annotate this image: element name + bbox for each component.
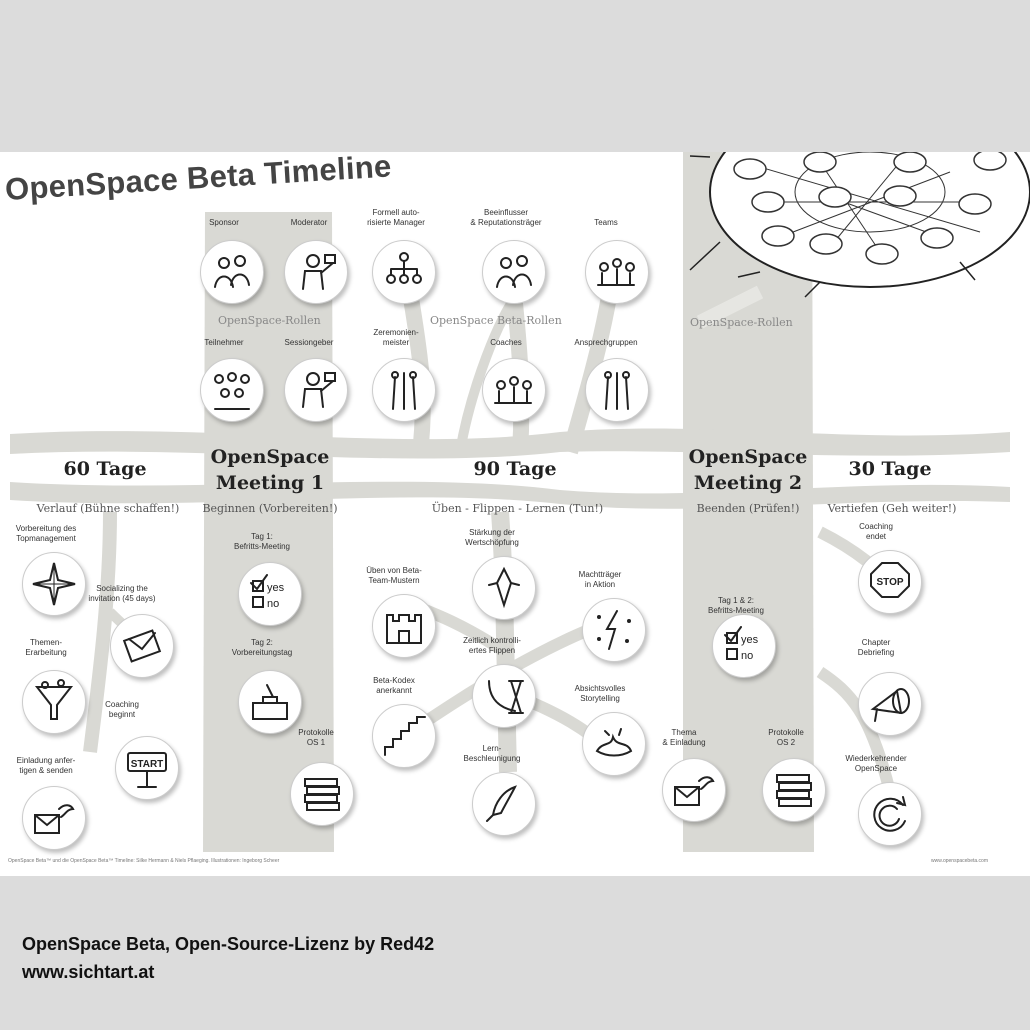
rocket-icon	[472, 772, 536, 836]
role-label: Ansprechgruppen	[574, 338, 638, 347]
phase-60-sub: Verlauf (Bühne schaffen!)	[36, 502, 180, 515]
caption: OpenSpace Beta, Open-Source-Lizenz by Re…	[22, 930, 434, 986]
role-label: Coaches	[490, 338, 522, 347]
group-icon	[482, 358, 546, 422]
stairs-icon	[372, 704, 436, 768]
role-group-left: OpenSpace-Rollen	[218, 314, 321, 327]
step-label: Thema & Einladung	[662, 728, 706, 747]
letter-icon	[110, 614, 174, 678]
hourglass-icon	[472, 664, 536, 728]
caption-line-1: OpenSpace Beta, Open-Source-Lizenz by Re…	[22, 934, 435, 954]
castle-icon	[372, 594, 436, 658]
presenter-icon	[284, 358, 348, 422]
books-icon	[762, 758, 826, 822]
step-label: Beta-Kodex anerkannt	[373, 676, 415, 695]
figures-icon	[585, 358, 649, 422]
step-label: Protokolle OS 1	[298, 728, 334, 747]
funnel-icon	[22, 670, 86, 734]
role-group-middle: OpenSpace Beta-Rollen	[430, 314, 562, 327]
step-label: Tag 1: Befritts-Meeting	[233, 532, 291, 551]
role-label: Zeremonien- meister	[373, 328, 419, 347]
megaphone-icon	[858, 672, 922, 736]
timeline-poster: OpenSpace Beta Timeline OpenSpace-Rollen…	[0, 152, 1030, 876]
envelope-bird-icon	[662, 758, 726, 822]
step-label: Einladung anfer- tigen & senden	[16, 756, 76, 775]
crystal-icon	[472, 556, 536, 620]
compass-icon	[22, 552, 86, 616]
step-label: Protokolle OS 2	[768, 728, 804, 747]
role-label: Sponsor	[209, 218, 239, 227]
step-label: Tag 1 & 2: Befritts-Meeting	[707, 596, 765, 615]
role-label: Moderator	[290, 218, 328, 227]
step-label: Lern- Beschleunigung	[463, 744, 521, 763]
cycle-icon	[858, 782, 922, 846]
books-icon	[290, 762, 354, 826]
envelope-bird-icon	[22, 786, 86, 850]
phase-30-sub: Vertiefen (Geh weiter!)	[827, 502, 957, 515]
role-label: Sessiongeber	[284, 338, 334, 347]
lightning-icon	[582, 598, 646, 662]
phase-90-heading: 90 Tage	[473, 458, 557, 480]
stop-sign-icon: STOP	[858, 550, 922, 614]
group-icon	[585, 240, 649, 304]
presenter-icon	[284, 240, 348, 304]
role-group-right: OpenSpace-Rollen	[690, 316, 793, 329]
step-label: Zeitlich kontrolli- ertes Flippen	[463, 636, 521, 655]
step-label: Themen- Erarbeitung	[25, 638, 67, 657]
step-label: Coaching endet	[859, 522, 893, 541]
svg-text:yes: yes	[741, 634, 759, 646]
hierarchy-icon	[372, 240, 436, 304]
role-label: Teilnehmer	[204, 338, 244, 347]
phase-90-sub: Üben - Flippen - Lernen (Tun!)	[431, 502, 604, 515]
role-label: Formell auto- risierte Manager	[367, 208, 425, 227]
phase-60-heading: 60 Tage	[63, 458, 147, 480]
step-label: Socializing the invitation (45 days)	[88, 584, 156, 603]
phase-meeting2-sub: Beenden (Prüfen!)	[696, 502, 800, 515]
step-label: Machtträger in Aktion	[578, 570, 622, 589]
role-label: Teams	[594, 218, 618, 227]
story-icon	[582, 712, 646, 776]
step-label: Wiederkehrender OpenSpace	[845, 754, 907, 773]
people-icon	[200, 240, 264, 304]
start-sign-icon: START	[115, 736, 179, 800]
step-label: Vorbereitung des Topmanagement	[15, 524, 77, 543]
step-label: Stärkung der Wertschöpfung	[465, 528, 519, 547]
toolbox-icon	[238, 670, 302, 734]
phase-30-heading: 30 Tage	[848, 458, 932, 480]
svg-text:no: no	[267, 598, 279, 610]
step-label: Üben von Beta- Team-Mustern	[366, 566, 422, 585]
step-label: Coaching beginnt	[105, 700, 139, 719]
footer-url: www.openspacebeta.com	[931, 858, 988, 864]
step-label: Tag 2: Vorbereitungstag	[231, 638, 293, 657]
phase-meeting1-sub: Beginnen (Vorbereiten!)	[202, 502, 338, 515]
svg-text:START: START	[131, 759, 164, 770]
step-label: Absichtsvolles Storytelling	[574, 684, 626, 703]
vote-icon: yes no	[712, 614, 776, 678]
caption-line-2: www.sichtart.at	[22, 962, 155, 982]
crowd-icon	[200, 358, 264, 422]
footer-credits: OpenSpace Beta™ und die OpenSpace Beta™ …	[8, 858, 280, 864]
step-label: Chapter Debriefing	[857, 638, 895, 657]
svg-text:STOP: STOP	[876, 577, 903, 588]
vote-icon: yes no	[238, 562, 302, 626]
svg-text:yes: yes	[267, 582, 285, 594]
role-label: Beeinflusser & Reputationsträger	[470, 208, 542, 227]
svg-text:no: no	[741, 650, 753, 662]
figures-icon	[372, 358, 436, 422]
people-icon	[482, 240, 546, 304]
